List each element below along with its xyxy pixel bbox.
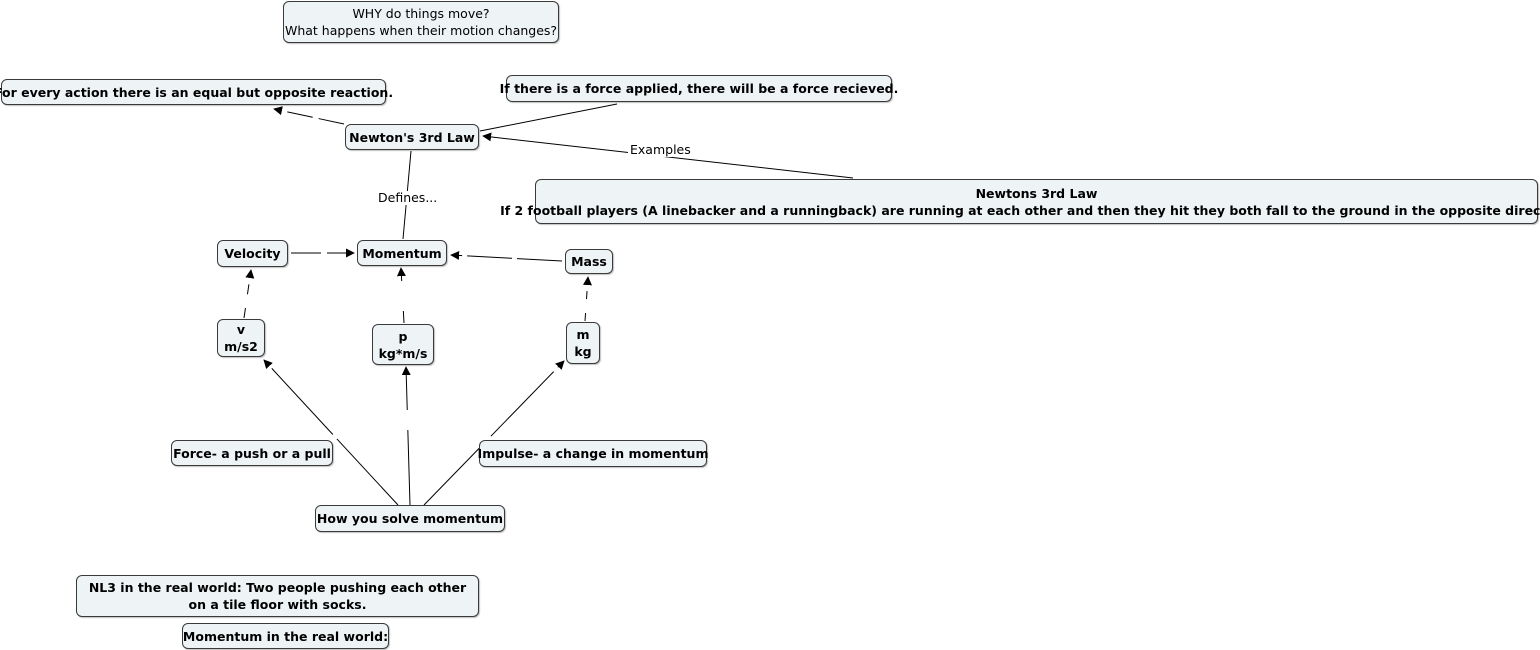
- concept-nl3-real-world[interactable]: NL3 in the real world: Two people pushin…: [76, 575, 479, 617]
- concept-newtons-3rd-law[interactable]: Newton's 3rd Law: [345, 124, 479, 150]
- velocity-label: Velocity: [224, 246, 281, 261]
- example-body: If 2 football players (A linebacker and …: [500, 202, 1540, 218]
- edge-example-to-newtons: [482, 132, 854, 179]
- mass-label: Mass: [571, 254, 607, 269]
- v-symbol: v: [236, 322, 246, 337]
- edge-p-to-momentum: [396, 267, 406, 324]
- concept-why-things-move[interactable]: WHY do things move? What happens when th…: [283, 1, 559, 43]
- example-title: Newtons 3rd Law: [975, 185, 1098, 201]
- concept-force[interactable]: Force- a push or a pull: [171, 440, 333, 466]
- concept-m-units[interactable]: m kg: [566, 322, 600, 364]
- concept-momentum[interactable]: Momentum: [357, 240, 447, 266]
- concept-every-action[interactable]: For every action there is an equal but o…: [0, 79, 393, 105]
- momentum-real-label: Momentum in the real world:: [182, 628, 389, 644]
- momentum-label: Momentum: [362, 245, 442, 261]
- concept-v-units[interactable]: v m/s2: [217, 319, 265, 357]
- how-solve-label: How you solve momentum: [316, 511, 504, 526]
- edge-v-to-velocity: [243, 269, 255, 319]
- v-units: m/s2: [224, 339, 258, 354]
- why-line-1: WHY do things move?: [352, 6, 490, 21]
- concept-impulse[interactable]: Impulse- a change in momentum: [477, 440, 709, 467]
- edge-force-applied-to-newtons: [479, 103, 618, 132]
- edge-solve-to-v: [263, 359, 399, 506]
- edge-newtons-to-every-action: [273, 106, 345, 125]
- edge-solve-to-p: [401, 366, 411, 506]
- force-applied-label: If there is a force applied, there will …: [499, 81, 899, 96]
- why-line-2: What happens when their motion changes?: [284, 23, 558, 38]
- link-label-defines: Defines...: [376, 190, 440, 205]
- concept-mass[interactable]: Mass: [565, 249, 613, 274]
- concept-how-you-solve-momentum[interactable]: How you solve momentum: [315, 505, 505, 532]
- p-units: kg*m/s: [378, 345, 428, 361]
- edge-mass-to-momentum: [450, 250, 563, 262]
- link-label-examples: Examples: [628, 142, 693, 157]
- concept-velocity[interactable]: Velocity: [217, 240, 288, 267]
- edge-solve-to-m: [423, 360, 565, 506]
- m-units: kg: [574, 344, 592, 359]
- m-symbol: m: [576, 327, 590, 342]
- concept-momentum-real-world[interactable]: Momentum in the real world:: [182, 623, 389, 649]
- force-label: Force- a push or a pull: [173, 445, 331, 461]
- every-action-label: For every action there is an equal but o…: [0, 84, 394, 100]
- impulse-label: Impulse- a change in momentum: [477, 446, 709, 461]
- p-symbol: p: [398, 328, 408, 344]
- concept-football-example[interactable]: Newtons 3rd Law If 2 football players (A…: [500, 179, 1540, 224]
- nl3-real-label: NL3 in the real world: Two people pushin…: [88, 580, 467, 612]
- edge-m-to-mass: [582, 276, 592, 322]
- concept-p-units[interactable]: p kg*m/s: [372, 324, 434, 365]
- concept-force-applied[interactable]: If there is a force applied, there will …: [500, 75, 898, 102]
- newtons-3rd-law-label: Newton's 3rd Law: [349, 129, 475, 145]
